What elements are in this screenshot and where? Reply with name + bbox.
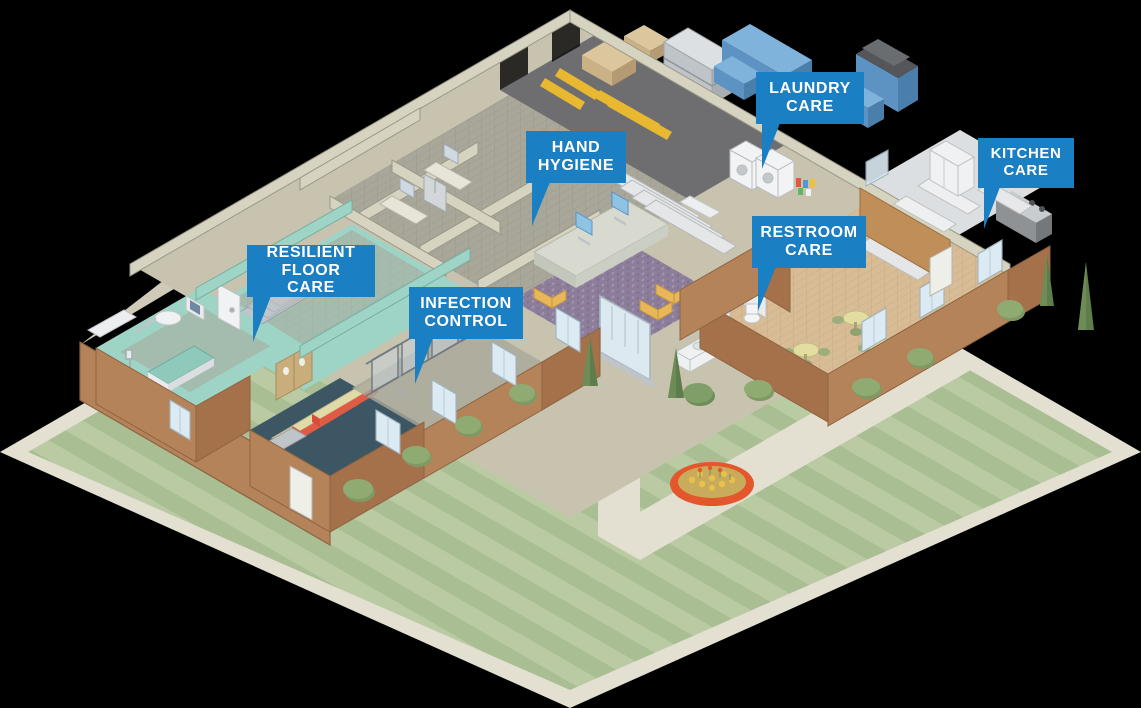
callout-label-line2: CARE: [1003, 161, 1049, 179]
callout-label-line2: HYGIENE: [537, 156, 615, 174]
callout-label-line1: INFECTION: [420, 294, 512, 312]
conifer-trees: [582, 254, 1094, 398]
callout-label-line2: CARE: [786, 97, 834, 115]
callout-label-line2: CARE: [785, 241, 833, 259]
elevator: [423, 173, 447, 213]
flower-bed: [670, 462, 754, 506]
callout-tail: [253, 296, 271, 342]
callout-label-line1: KITCHEN: [990, 144, 1062, 162]
callout-tail: [984, 187, 1000, 229]
chapel-doors: [275, 343, 313, 401]
callout-label-line2: FLOOR CARE: [281, 261, 341, 297]
service-doors: [289, 245, 953, 521]
shrubs: [343, 300, 1025, 502]
main-entry-doors: [596, 294, 654, 388]
detergent-bottles: [796, 178, 815, 196]
callout-label-line1: LAUNDRY: [769, 79, 851, 97]
exam-light: [135, 310, 182, 333]
callout-label-line1: HAND: [551, 138, 601, 156]
monitor: [399, 143, 459, 199]
kitchen-equipment: [857, 140, 1052, 281]
callout-tail: [532, 182, 550, 226]
callout-tail: [758, 267, 776, 311]
callout-tail: [415, 338, 433, 384]
monitor: [575, 191, 629, 236]
supply-storage: [607, 169, 737, 255]
callout-label-line1: RESTROOM: [760, 223, 858, 241]
callout-tail: [762, 123, 780, 169]
callout-label-line1: RESILIENT: [266, 243, 356, 261]
reception-desk: [532, 191, 670, 288]
callout-label-line2: CONTROL: [424, 312, 508, 330]
